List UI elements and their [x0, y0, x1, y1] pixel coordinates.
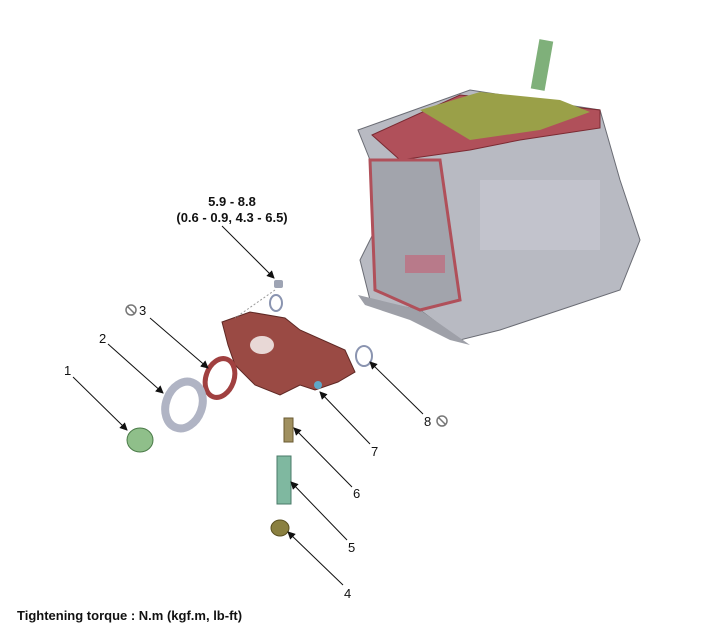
oil-seal [202, 356, 238, 400]
relief-spring [276, 455, 292, 505]
callout-6: 6 [353, 486, 360, 501]
o-ring [355, 345, 373, 367]
callout-7: 7 [371, 444, 378, 459]
callout-4: 4 [344, 586, 351, 601]
small-o-ring [269, 294, 283, 312]
leader-lines [72, 225, 424, 586]
engine-block [357, 39, 641, 345]
callout-2: 2 [99, 331, 106, 346]
driven-gear [161, 377, 207, 433]
torque-value-nm: 5.9 - 8.8 [208, 194, 256, 209]
oil-pump-cover [221, 311, 356, 396]
drive-gear [126, 427, 154, 453]
torque-units-note: Tightening torque : N.m (kgf.m, lb-ft) [17, 608, 243, 623]
bolt [234, 280, 283, 319]
callout-3: 3 [139, 303, 146, 318]
no-reuse-icon [436, 415, 448, 427]
relief-plug [270, 519, 290, 537]
torque-value-alt-units: (0.6 - 0.9, 4.3 - 6.5) [176, 210, 287, 225]
callout-1: 1 [64, 363, 71, 378]
callout-8: 8 [424, 414, 431, 429]
relief-plunger [283, 417, 294, 443]
callout-5: 5 [348, 540, 355, 555]
no-reuse-icon [125, 304, 137, 316]
